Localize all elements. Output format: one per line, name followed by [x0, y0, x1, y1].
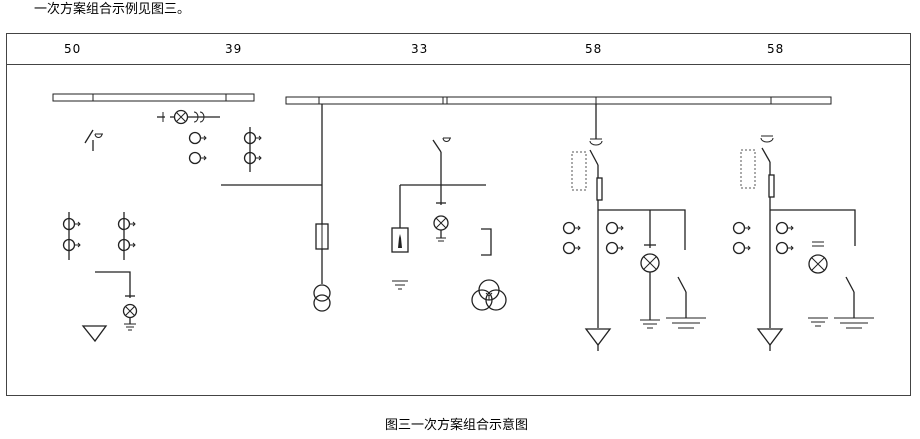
voltage-transformer-symbol: [95, 271, 138, 331]
arrester-box-symbol: [391, 227, 409, 253]
fuse-symbol: [315, 223, 329, 250]
column-3-symbols: [313, 104, 331, 312]
current-transformer-symbol-4: [732, 221, 794, 255]
voltage-transformer-symbol-2: [433, 215, 449, 242]
disconnector-symbol-2: [432, 137, 451, 186]
disconnector-symbol-4: [760, 135, 774, 163]
transformer-symbol: [313, 284, 331, 312]
busbar-main: [285, 96, 832, 105]
column-6-symbols: [732, 135, 874, 351]
cabinet-number-2: 39: [225, 42, 243, 56]
column-2-symbols: [157, 109, 322, 186]
column-5-symbols: [562, 104, 706, 351]
intro-text: 一次方案组合示例见图三。: [34, 2, 191, 17]
earthing-switch-symbol: [666, 276, 706, 329]
bus-tie-breaker-symbol: [157, 109, 220, 125]
voltage-transformer-symbol-4: [808, 254, 828, 327]
ground-symbol: [392, 280, 408, 290]
circuit-breaker-symbol-2: [768, 162, 775, 328]
arrester-symbol-3: [756, 328, 784, 351]
busbar-left: [52, 93, 255, 102]
cabinet-number-row: 50 39 33 58 58: [7, 34, 910, 65]
cabinet-number-3: 33: [411, 42, 429, 56]
disconnector-symbol: [84, 129, 103, 151]
figure-caption: 图三一次方案组合示意图: [385, 418, 529, 433]
current-transformer-symbol-2: [188, 127, 262, 172]
cabinet-number-5: 58: [767, 42, 785, 56]
earthing-switch-symbol-2: [834, 276, 874, 329]
current-transformer-symbol: [62, 212, 136, 260]
column-1-symbols: [62, 129, 138, 343]
three-winding-transformer-symbol: [471, 279, 507, 311]
column-4-symbols: [391, 137, 507, 311]
arrester-symbol-2: [584, 328, 612, 351]
current-transformer-symbol-3: [562, 221, 624, 255]
arrester-symbol: [81, 325, 108, 343]
circuit-breaker-symbol: [596, 165, 603, 328]
cabinet-number-1: 50: [64, 42, 82, 56]
disconnector-symbol-3: [589, 104, 603, 166]
voltage-transformer-symbol-3: [640, 253, 660, 329]
cabinet-number-4: 58: [585, 42, 603, 56]
diagram-frame: 50 39 33 58 58: [6, 33, 911, 396]
